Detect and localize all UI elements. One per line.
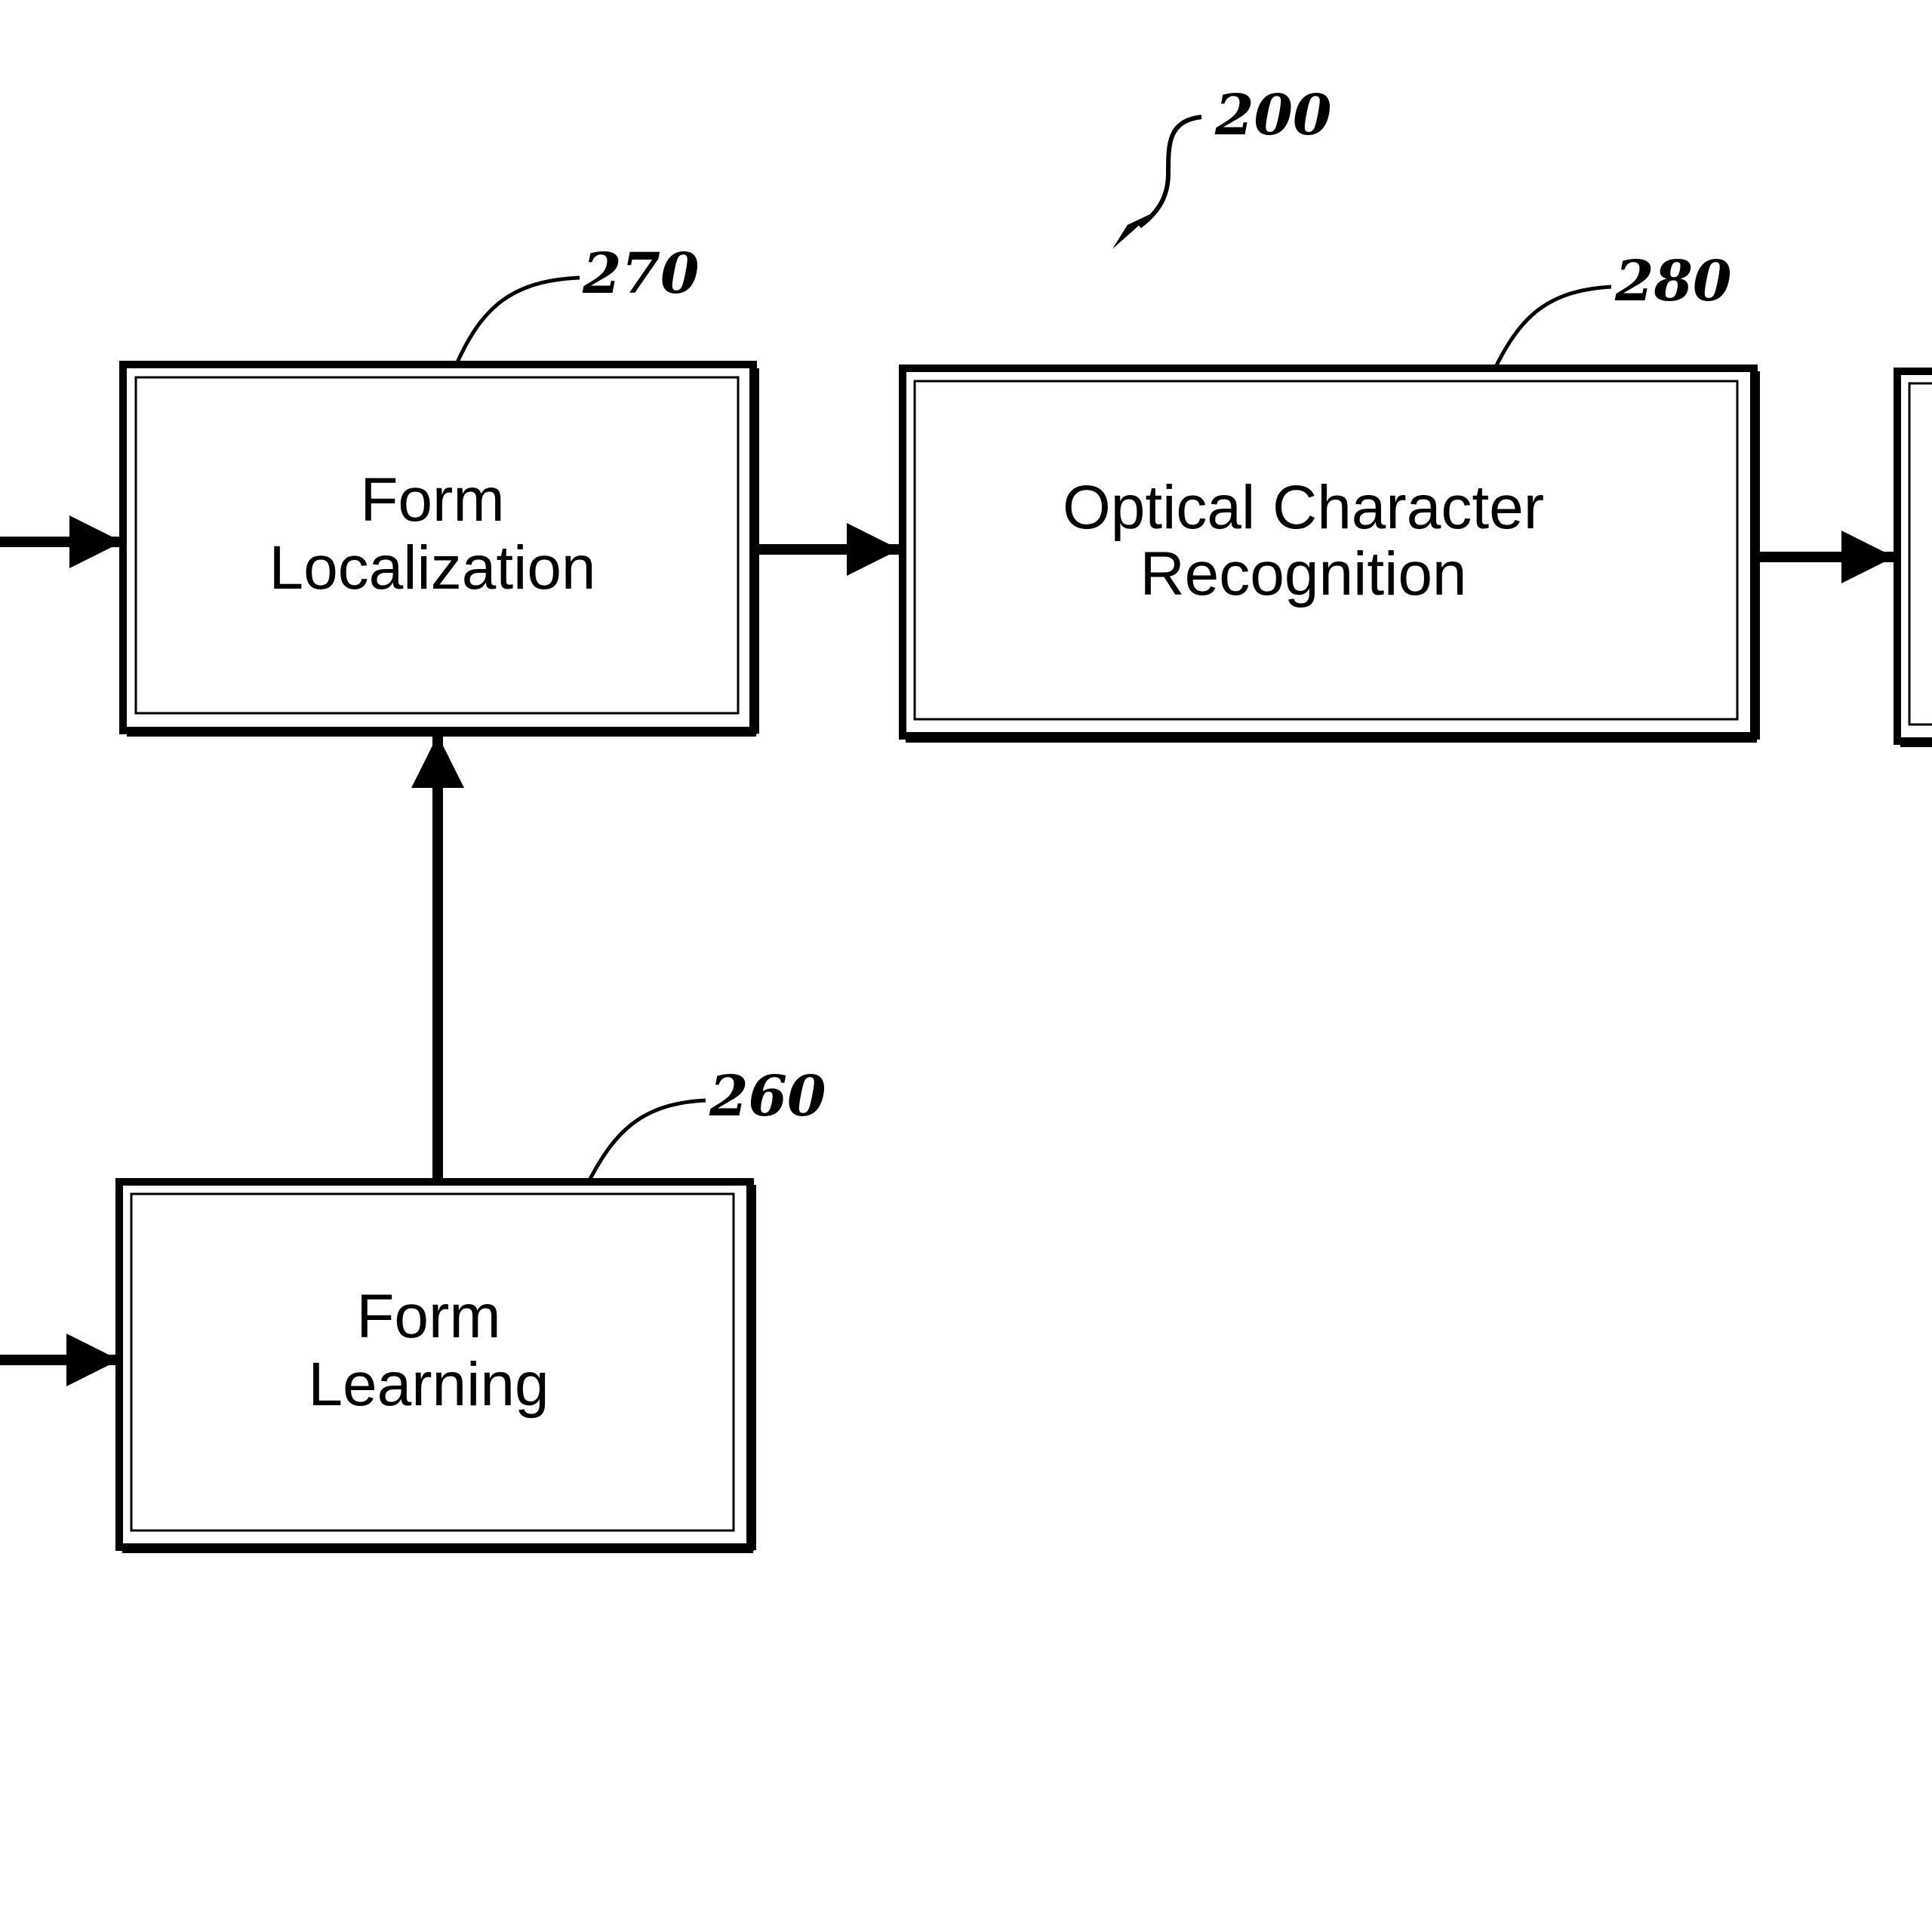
form-learning-label-line2: Learning: [308, 1350, 549, 1419]
ocr-label-line1: Optical Character: [1063, 473, 1544, 542]
next-block-partial: [1894, 368, 1932, 747]
ref-280-leader: [1494, 285, 1612, 368]
ref-280: 280: [1494, 249, 1731, 368]
ref-280-number: 280: [1614, 249, 1731, 314]
ocr-label-line2: Recognition: [1140, 540, 1466, 608]
form-localization-label-line1: Form: [360, 466, 504, 534]
ref-270-leader: [455, 275, 580, 364]
form-learning-block: Form Learning: [115, 1178, 756, 1553]
figure-ref-arrowhead-icon: [1112, 213, 1153, 249]
ref-270-number: 270: [582, 242, 699, 306]
ref-260: 260: [588, 1064, 826, 1180]
figure-ref-200: 200: [1112, 83, 1331, 249]
ocr-block: Optical Character Recognition: [899, 365, 1760, 743]
ref-260-leader: [588, 1098, 706, 1180]
form-learning-label-line1: Form: [356, 1282, 500, 1351]
figure-ref-number: 200: [1214, 83, 1331, 148]
figure-ref-pointer: [1138, 115, 1202, 229]
form-localization-label-line2: Localization: [269, 534, 595, 602]
ref-270: 270: [455, 242, 699, 364]
ref-260-number: 260: [709, 1064, 826, 1129]
form-localization-block: Form Localization: [119, 361, 759, 737]
